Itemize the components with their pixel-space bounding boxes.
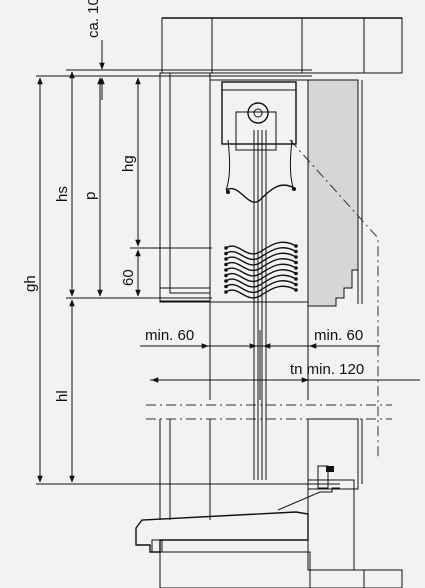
slat — [225, 258, 297, 271]
label-gh: gh — [22, 275, 39, 292]
shutter-guide-rails — [253, 130, 267, 480]
slat — [225, 252, 297, 266]
slat-end — [294, 260, 298, 265]
label-hg: hg — [120, 155, 137, 172]
outer-wall — [307, 79, 363, 307]
slat — [225, 269, 297, 282]
slat — [225, 241, 297, 255]
slat-end — [294, 288, 298, 292]
guide-centerline — [289, 139, 379, 460]
label-ca10: ca. 10 — [85, 0, 102, 38]
slat-end — [224, 257, 228, 261]
slat-end — [224, 279, 228, 283]
label-min60-right: min. 60 — [314, 327, 363, 344]
label-min60-left: min. 60 — [145, 327, 194, 344]
label-hl: hl — [54, 390, 71, 402]
lower-slab — [159, 551, 403, 588]
label-tn-min120: tn min. 120 — [290, 361, 364, 378]
lower-inner-wall — [159, 419, 211, 520]
slat — [225, 263, 297, 277]
upper-lintel — [161, 17, 403, 74]
slat-end — [224, 251, 228, 256]
slat-end — [224, 268, 228, 272]
window-sill — [135, 465, 355, 571]
slat-end — [224, 273, 228, 278]
slat-end — [224, 246, 228, 250]
break-lines — [146, 404, 392, 420]
slat — [225, 285, 297, 299]
shutter-box — [209, 79, 309, 303]
slat — [225, 274, 297, 288]
slat-end — [224, 284, 228, 289]
slat — [225, 280, 297, 293]
stacked-slats — [224, 241, 298, 299]
lower-outer-wall — [307, 418, 363, 490]
inner-wall — [159, 72, 211, 303]
slat-end — [294, 266, 298, 270]
label-hs: hs — [54, 186, 71, 202]
slat-end — [224, 262, 228, 267]
label-60: 60 — [120, 269, 137, 286]
dimension-lines — [36, 40, 420, 485]
label-p: p — [82, 192, 99, 200]
slat-end — [294, 282, 298, 287]
slat — [225, 247, 297, 260]
slat-end — [294, 277, 298, 281]
slat-end — [294, 271, 298, 276]
slat-end — [294, 249, 298, 254]
slat-end — [294, 244, 298, 248]
slat-end — [294, 255, 298, 259]
slat-end — [224, 290, 228, 294]
